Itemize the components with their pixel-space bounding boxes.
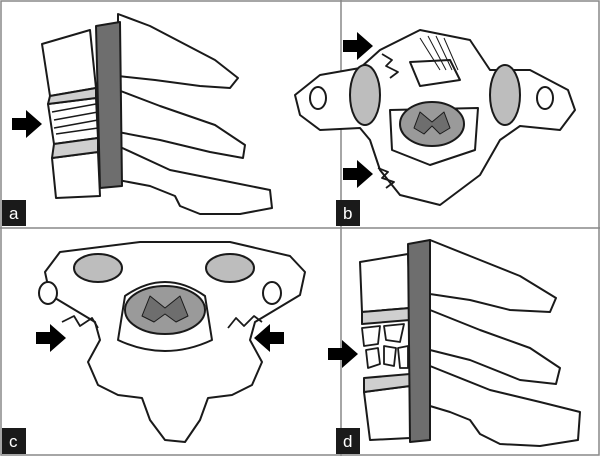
fracture-line-left-c [61, 315, 99, 329]
svg-text:c: c [9, 432, 18, 451]
disc-upper-d [361, 307, 411, 325]
pedicle-right-b [489, 64, 521, 126]
arrow-icon-panel-a [12, 110, 42, 138]
panel-label-d: d [336, 428, 360, 454]
panel-c-axial-vertebra [38, 241, 306, 443]
transverse-foramen-left-c [38, 281, 58, 305]
panel-label-a: a [2, 200, 26, 226]
gray-matter-c [141, 295, 189, 323]
transverse-foramen-right-b [536, 86, 554, 110]
spinous-process-upper-d [429, 239, 557, 313]
pedicle-left-b [349, 64, 381, 126]
panel-a-lateral-spine [41, 13, 273, 215]
ligament-tear [51, 103, 99, 135]
spinous-process-middle-d [429, 309, 561, 385]
svg-text:a: a [9, 204, 19, 223]
disc-lower [51, 137, 99, 159]
panel-label-b: b [336, 200, 360, 226]
arrow-icon-panel-c-right [254, 324, 284, 352]
spinous-process-lower [117, 145, 273, 215]
transverse-foramen-left-b [309, 86, 327, 110]
anterior-arch-b [409, 59, 461, 87]
fracture-line-right-c [227, 315, 263, 329]
vertebral-body-upper [41, 29, 97, 97]
fracture-line-upper-b [381, 53, 399, 79]
fracture-line-lower-b [377, 167, 395, 189]
arrow-icon-panel-b-upper [343, 32, 373, 60]
pedicle-right-c [205, 253, 255, 283]
spinous-process-middle [117, 89, 246, 159]
vertebral-body-lower-d [363, 385, 411, 441]
panel-label-c: c [2, 428, 26, 454]
spinous-process-upper [117, 13, 239, 89]
vertebral-body-lower [51, 151, 101, 199]
arrow-icon-panel-c-left [36, 324, 66, 352]
spinous-process-lower-d [429, 365, 581, 447]
arrow-icon-panel-d [328, 340, 358, 368]
transverse-foramen-right-c [262, 281, 282, 305]
svg-text:b: b [343, 204, 352, 223]
panel-b-axial-vertebra [294, 29, 576, 206]
vertebral-body-upper-d [359, 253, 411, 313]
svg-text:d: d [343, 432, 352, 451]
ligament-band [95, 21, 123, 189]
pedicle-left-c [73, 253, 123, 283]
ligament-band-d [407, 239, 431, 443]
comminuted-fragments-d [361, 323, 409, 369]
arrow-icon-panel-b-lower [343, 160, 373, 188]
disc-upper [47, 87, 97, 105]
gray-matter-b [413, 111, 451, 135]
panel-d-lateral-spine [359, 239, 581, 447]
